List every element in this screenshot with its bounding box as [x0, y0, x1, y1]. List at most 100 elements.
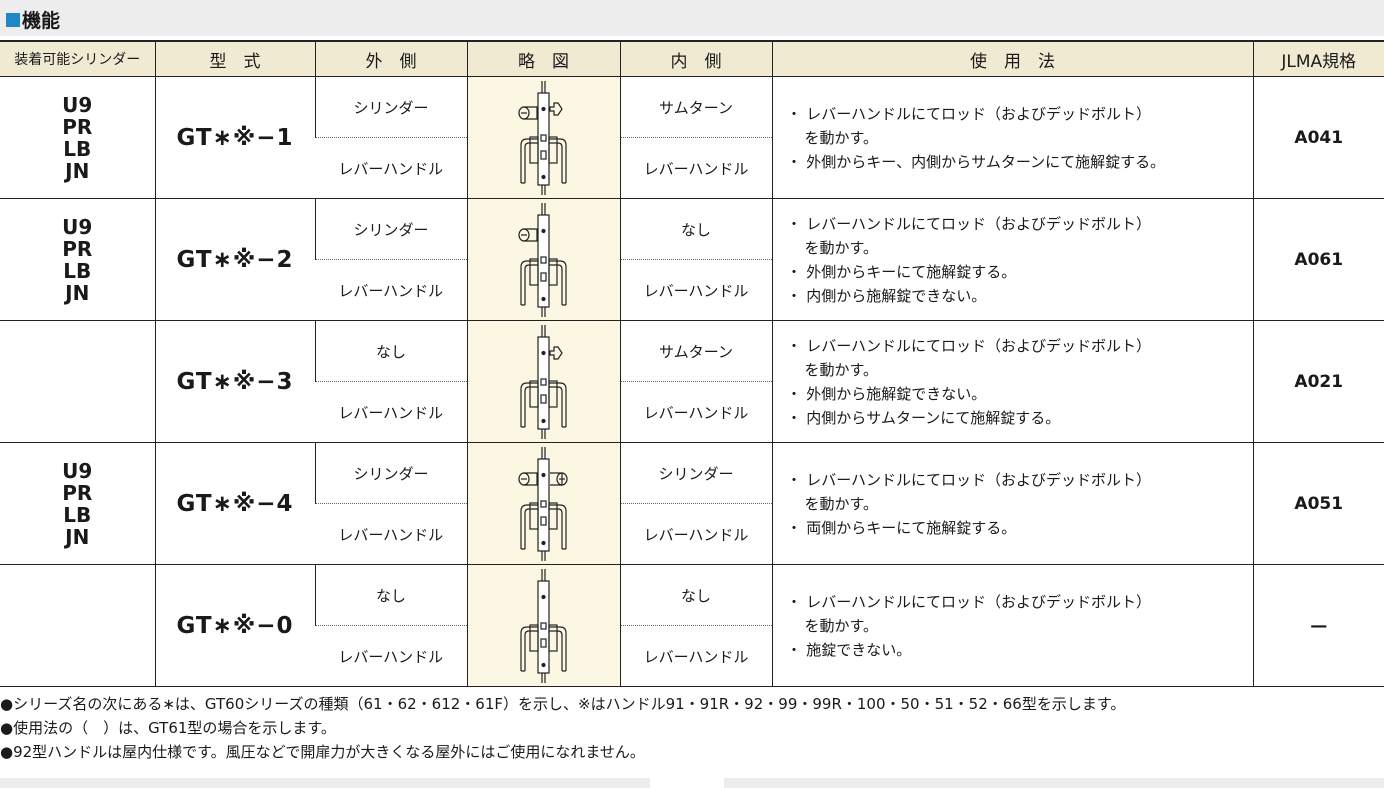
usage-line: ・ レバーハンドルにてロッド（およびデッドボルト） [786, 336, 1151, 355]
series-code: PR [62, 480, 93, 505]
inside-lock-cell: サムターン [619, 320, 772, 382]
outside-lock-cell: シリンダー [314, 198, 467, 260]
note-line: ●92型ハンドルは屋内仕様です。風圧などで開扉力が大きくなる屋外にはご使用になれ… [0, 743, 645, 761]
outside-lock-cell: なし [314, 320, 467, 382]
diagram-cell [466, 564, 620, 687]
inside-handle-cell: レバーハンドル [619, 503, 772, 565]
usage-line: ・ 外側からキーにて施解錠する。 [786, 262, 1017, 281]
usage-cell: ・ レバーハンドルにてロッド（およびデッドボルト） を動かす。・ 施錠できない。 [771, 564, 1253, 687]
usage-cell: ・ レバーハンドルにてロッド（およびデッドボルト） を動かす。・ 外側から施解錠で… [771, 320, 1253, 443]
table-row-sub: レバーハンドル レバーハンドル [0, 381, 1384, 443]
series-code: LB [63, 502, 92, 527]
series-code: U9 [62, 214, 93, 239]
header-cylinder: 装着可能シリンダー [0, 40, 155, 77]
usage-line: ・ 両側からキーにて施解錠する。 [786, 518, 1017, 537]
outside-handle-cell: レバーハンドル [315, 259, 467, 321]
outside-lock-cell: シリンダー [314, 76, 467, 138]
outside-handle-cell: レバーハンドル [315, 503, 467, 565]
outside-lock-cell: なし [314, 564, 467, 626]
outside-handle-cell: レバーハンドル [315, 625, 467, 687]
series-code: PR [62, 114, 93, 139]
usage-line: ・ レバーハンドルにてロッド（およびデッドボルト） [786, 592, 1151, 611]
header-outside: 外 側 [314, 40, 467, 77]
series-cell [0, 564, 155, 687]
usage-line: を動かす。 [804, 238, 879, 257]
section-title: 機能 [6, 6, 60, 33]
usage-cell: ・ レバーハンドルにてロッド（およびデッドボルト） を動かす。・ 両側からキーにて… [771, 442, 1253, 565]
header-jlma: JLMA規格 [1252, 40, 1384, 77]
lock-diagram-icon [517, 80, 567, 195]
series-code: LB [63, 258, 92, 283]
lock-diagram-icon [517, 446, 568, 561]
diagram-cell [466, 442, 620, 565]
jlma-cell: A041 [1252, 76, 1384, 199]
inside-lock-cell: なし [619, 564, 772, 626]
series-cell [0, 320, 155, 443]
lock-diagram-icon [519, 324, 567, 439]
series-code: JN [65, 524, 90, 549]
usage-line: ・ 外側から施解錠できない。 [786, 384, 987, 403]
outside-lock-cell: シリンダー [314, 442, 467, 504]
outside-handle-cell: レバーハンドル [315, 381, 467, 443]
usage-cell: ・ レバーハンドルにてロッド（およびデッドボルト）を動かす。・ 外側からキー、内… [771, 76, 1253, 199]
series-code: U9 [62, 92, 93, 117]
model-cell: GT∗※−2 [154, 198, 315, 321]
usage-line: ・ 内側から施解錠できない。 [786, 286, 987, 305]
outside-handle-cell: レバーハンドル [315, 137, 467, 199]
series-code: JN [65, 158, 90, 183]
usage-line: を動かす。 [804, 360, 879, 379]
usage-line: ・ 内側からサムターンにて施解錠する。 [786, 408, 1061, 427]
series-code: PR [62, 236, 93, 261]
model-cell: GT∗※−0 [154, 564, 315, 687]
lock-diagram-icon [517, 202, 567, 317]
inside-lock-cell: なし [619, 198, 772, 260]
header-inside: 内 側 [619, 40, 772, 77]
table-row-sub: レバーハンドル レバーハンドル [0, 503, 1384, 565]
section-title-text: 機能 [22, 10, 61, 32]
usage-line: を動かす。 [804, 494, 879, 513]
inside-handle-cell: レバーハンドル [619, 259, 772, 321]
inside-handle-cell: レバーハンドル [619, 137, 772, 199]
inside-lock-cell: サムターン [619, 76, 772, 138]
diagram-cell [466, 76, 620, 199]
diagram-cell [466, 320, 620, 443]
header-usage: 使 用 法 [771, 40, 1253, 77]
note-line: ●使用法の（ ）は、GT61型の場合を示します。 [0, 719, 336, 737]
function-table: 装着可能シリンダー 型 式 外 側 略 図 内 側 使 用 法 JLMA規格 U… [0, 40, 1384, 687]
header-diagram: 略 図 [466, 40, 620, 77]
jlma-cell: — [1252, 564, 1384, 687]
next-section-bar-right [724, 778, 1384, 788]
inside-lock-cell: シリンダー [619, 442, 772, 504]
table-row-sub: レバーハンドル レバーハンドル [0, 625, 1384, 687]
section-header-bar [0, 0, 1384, 36]
table-row-sub: レバーハンドル レバーハンドル [0, 259, 1384, 321]
usage-line: ・ レバーハンドルにてロッド（およびデッドボルト） [786, 470, 1151, 489]
diagram-cell [466, 198, 620, 321]
usage-line: を動かす。 [804, 616, 879, 635]
usage-line: ・ 施錠できない。 [786, 640, 912, 659]
series-code: U9 [62, 458, 93, 483]
table-header-row: 装着可能シリンダー 型 式 外 側 略 図 内 側 使 用 法 JLMA規格 [0, 40, 1384, 77]
usage-line: ・ レバーハンドルにてロッド（およびデッドボルト） [786, 104, 1151, 123]
model-cell: GT∗※−1 [154, 76, 315, 199]
series-code: LB [63, 136, 92, 161]
header-model: 型 式 [154, 40, 315, 77]
inside-handle-cell: レバーハンドル [619, 625, 772, 687]
usage-line: ・ 外側からキー、内側からサムターンにて施解錠する。 [786, 152, 1166, 171]
inside-handle-cell: レバーハンドル [619, 381, 772, 443]
square-marker-icon [6, 12, 20, 27]
jlma-cell: A051 [1252, 442, 1384, 565]
table-row-sub: レバーハンドル レバーハンドル [0, 137, 1384, 199]
model-cell: GT∗※−4 [154, 442, 315, 565]
series-code: JN [65, 280, 90, 305]
jlma-cell: A061 [1252, 198, 1384, 321]
next-section-bar-left [0, 778, 650, 788]
lock-diagram-icon [519, 568, 567, 683]
